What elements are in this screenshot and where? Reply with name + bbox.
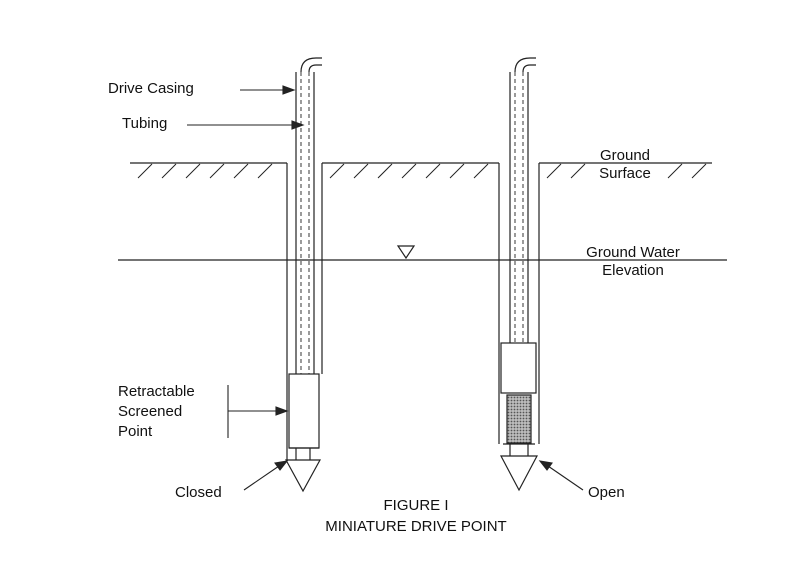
label-ground-water-2: Elevation [602,262,664,279]
label-drive-casing: Drive Casing [108,80,194,97]
label-ground-water-1: Ground Water [586,244,680,261]
well-open [500,57,538,492]
water-table-marker [396,245,416,260]
ground-surface-line [130,162,712,460]
label-ground-surface-1: Ground [599,147,651,164]
label-retractable-3: Point [118,423,153,440]
label-tubing: Tubing [122,115,168,132]
label-open: Open [588,484,625,501]
figure-title: MINIATURE DRIVE POINT [325,518,507,535]
well-closed [284,57,322,493]
figure-number: FIGURE I [383,497,449,514]
exposed-screen [506,394,532,444]
label-retractable-1: Retractable [118,383,195,400]
leader-arrows [187,85,584,491]
label-retractable-2: Screened [118,403,183,420]
label-ground-surface-2: Surface [599,165,651,182]
ground-hatching [137,163,707,179]
label-closed: Closed [175,484,222,501]
